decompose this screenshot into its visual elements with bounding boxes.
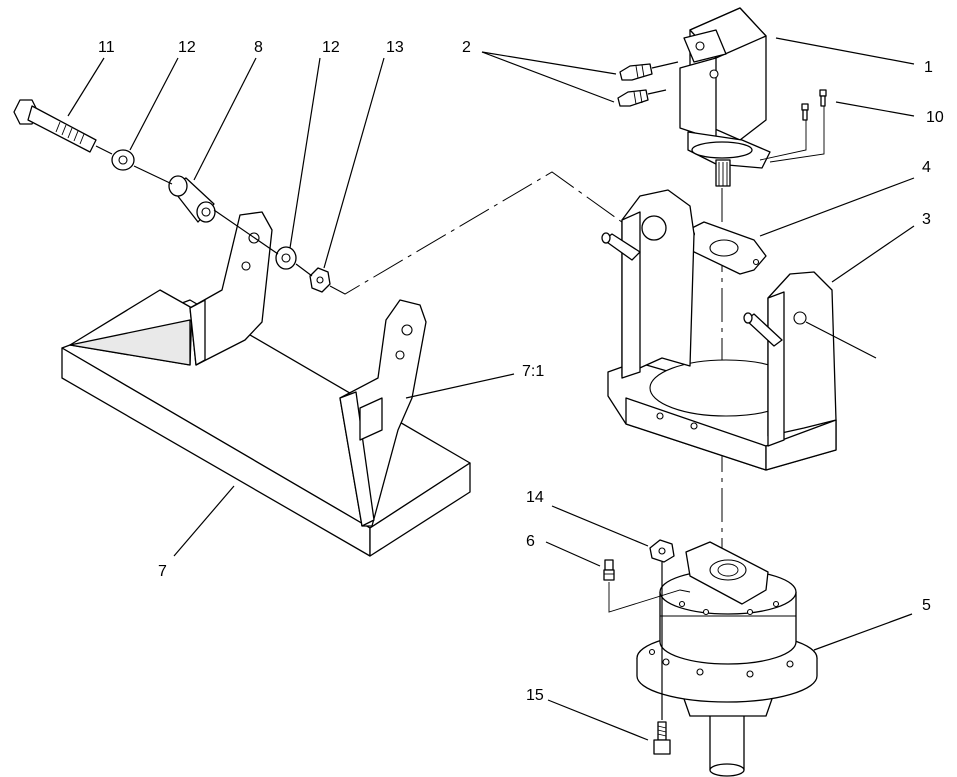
callout-6: 6: [526, 533, 535, 550]
callout-13: 13: [386, 39, 404, 56]
part-14-nut: [649, 539, 675, 720]
callout-12b: 12: [322, 39, 340, 56]
callout-8: 8: [254, 39, 263, 56]
callout-7-1: 7:1: [522, 363, 544, 380]
callout-15: 15: [526, 687, 544, 704]
part-8-spacer: [168, 175, 216, 223]
callout-3: 3: [922, 211, 931, 228]
part-12-washer-left: [111, 149, 135, 171]
callout-11: 11: [98, 39, 115, 56]
part-2-fitting-upper: [619, 61, 679, 81]
leader-lines: [67, 37, 915, 741]
callout-12a: 12: [178, 39, 196, 56]
part-2-fitting-lower: [617, 89, 667, 107]
part-13-nut: [309, 267, 331, 293]
assembly-line-bracket: [329, 171, 641, 295]
callout-7: 7: [158, 563, 167, 580]
callout-10: 10: [926, 109, 944, 126]
bolt-axis-line: [95, 145, 313, 277]
callout-14: 14: [526, 489, 544, 506]
part-4-gasket: [683, 221, 767, 275]
part-6-grease-fitting: [603, 559, 691, 613]
callout-5: 5: [922, 597, 931, 614]
part-5-planetary-gearbox: [636, 541, 818, 777]
part-3-mounting-bracket: [601, 189, 877, 471]
part-1-hydraulic-motor: [679, 7, 771, 187]
callout-labels: 1 2 3 4 5 6 7 7:1 8 10 11 12 12 13 14 15: [98, 39, 944, 704]
callout-4: 4: [922, 159, 931, 176]
callout-1: 1: [924, 59, 933, 76]
callout-2: 2: [462, 39, 471, 56]
part-11-bolt: [13, 99, 97, 153]
part-12-washer-right: [275, 246, 297, 270]
part-10-screws: [759, 89, 827, 163]
part-15-bolt: [653, 721, 671, 755]
part-7-base-frame: [61, 211, 471, 557]
